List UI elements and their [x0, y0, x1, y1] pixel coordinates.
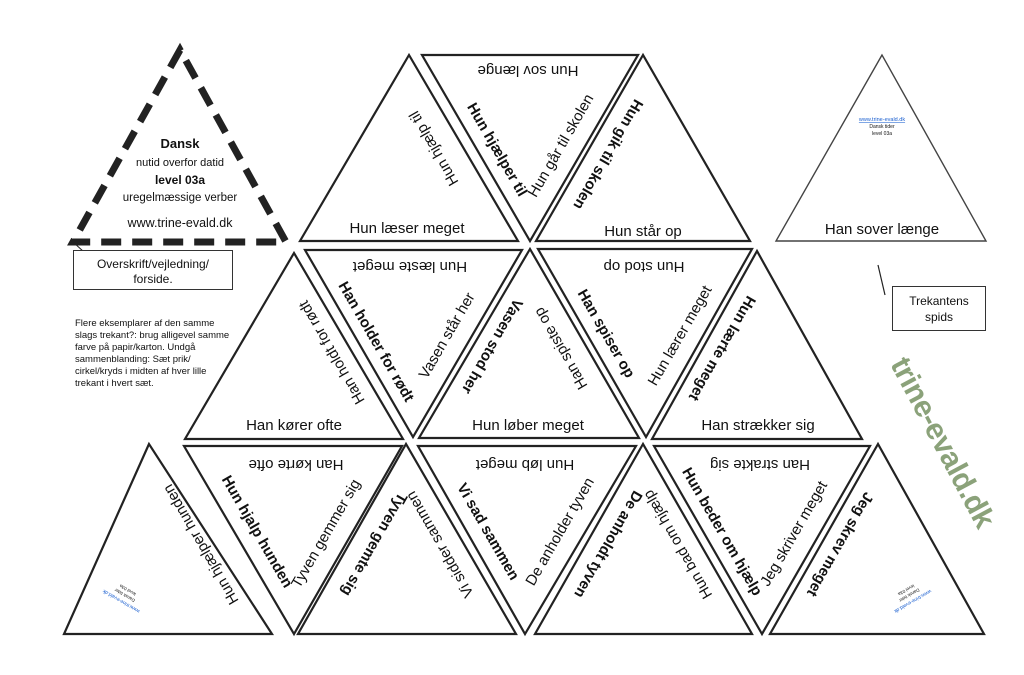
card-r2e	[650, 248, 864, 441]
card-r3b	[182, 444, 404, 637]
card-r3a	[62, 441, 275, 636]
title-subtitle: nutid overfor datid	[136, 157, 224, 169]
label-r3b-top: Han kørte ofte	[248, 456, 343, 473]
card-r2d	[536, 247, 754, 440]
label-r2e-base: Han strækker sig	[701, 417, 814, 434]
card-r3e	[533, 441, 754, 636]
title-text: Dansk	[160, 136, 200, 151]
tip-note-box: Trekantens spids	[892, 286, 986, 331]
card-r2a	[183, 250, 405, 441]
card-r1c	[534, 52, 752, 243]
tip-pointer-line	[877, 264, 886, 296]
card-r1d	[774, 53, 988, 242]
label-r3f-top: Han strakte sig	[710, 456, 810, 473]
card-r3g	[768, 441, 986, 636]
card-r3f	[652, 444, 872, 637]
mini-card-line1: Dansk tider	[869, 124, 895, 130]
label-r3d-top: Hun løb meget	[475, 456, 574, 473]
label-r2a-base: Han kører ofte	[246, 417, 342, 434]
label-r2d-top: Hun stod op	[604, 258, 685, 275]
title-topic: uregelmæssige verber	[123, 192, 238, 204]
card-r3d	[416, 444, 638, 637]
label-r1d-base: Han sover længe	[825, 221, 939, 238]
label-r2b-top: Hun læste meget	[352, 258, 467, 275]
label-r1a-base: Hun læser meget	[349, 220, 465, 237]
card-r2c	[417, 246, 641, 440]
header-note-box: Overskrift/vejledning/ forside.	[73, 250, 233, 290]
mini-card-site[interactable]: www.trine-evald.dk	[858, 117, 905, 123]
label-r1c-base: Hun står op	[604, 223, 682, 240]
instructions-text: Flere eksemplarer af den samme slags tre…	[75, 318, 230, 389]
card-r1b	[420, 53, 640, 244]
card-r1a	[298, 52, 520, 243]
label-r1b-top: Hun sov længe	[478, 62, 579, 79]
title-triangle	[67, 42, 292, 246]
card-r3c	[296, 441, 518, 636]
card-r2b	[303, 248, 524, 440]
label-r2c-base: Hun løber meget	[472, 417, 585, 434]
title-level: level 03a	[155, 173, 205, 187]
mini-card-line2: level 03a	[872, 131, 892, 137]
title-site: www.trine-evald.dk	[127, 216, 234, 230]
